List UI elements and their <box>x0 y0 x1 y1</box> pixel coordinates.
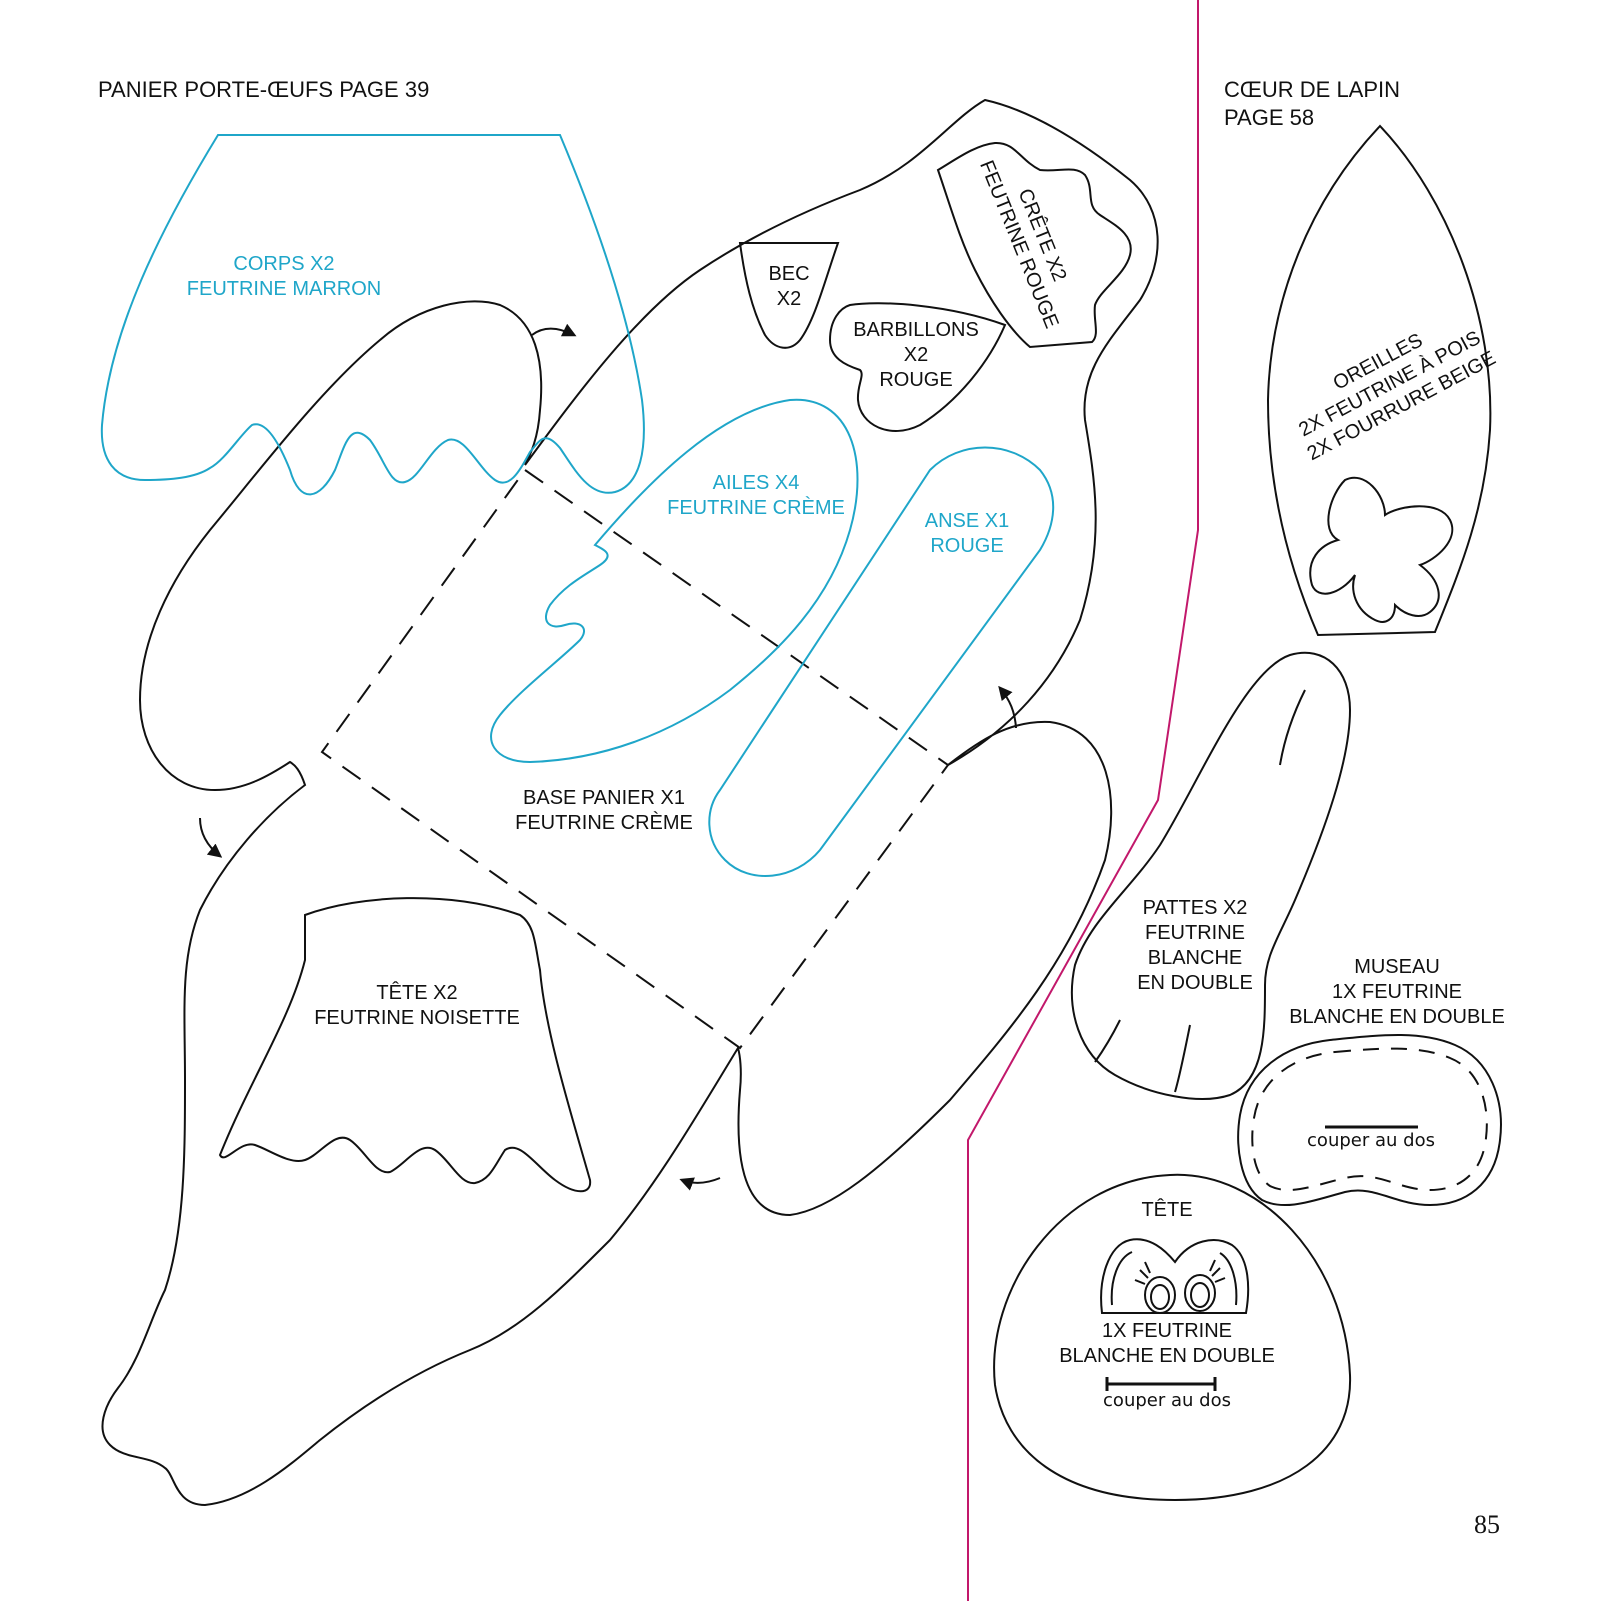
museau-note: couper au dos <box>1307 1130 1435 1151</box>
base-label-line: BASE PANIER X1 <box>523 787 685 809</box>
barbillons-label: BARBILLONS X2 ROUGE <box>853 318 979 393</box>
pattes-toe-line-1 <box>1279 689 1306 766</box>
tete-rabbit-note: couper au dos <box>1103 1390 1231 1411</box>
crete-piece-outline <box>936 141 1132 349</box>
base-label-line: FEUTRINE CRÈME <box>515 812 693 834</box>
pattes-toe-line-3 <box>1174 1024 1191 1093</box>
tete-rabbit-piece-outline <box>993 1173 1352 1502</box>
oreilles-flower-outline <box>1309 476 1454 623</box>
corps-label: CORPS X2 FEUTRINE MARRON <box>187 252 381 302</box>
fold-arrow-3 <box>679 1177 721 1191</box>
tete-rabbit-label-line: 1X FEUTRINE <box>1101 1320 1233 1342</box>
bec-label-line: BEC <box>768 263 810 285</box>
bec-piece-outline <box>738 242 840 349</box>
left-section-title: PANIER PORTE-ŒUFS PAGE 39 <box>98 77 430 102</box>
barbillons-label-line: ROUGE <box>879 369 953 391</box>
museau-dashed-line <box>1251 1047 1488 1192</box>
pattes-toe-line-2 <box>1094 1019 1121 1063</box>
barbillons-label-line: BARBILLONS <box>853 319 979 341</box>
anse-label: ANSE X1 ROUGE <box>925 509 1009 559</box>
section-divider-line <box>967 0 1199 1601</box>
anse-piece-outline <box>708 446 1055 877</box>
oreilles-piece-outline <box>1266 124 1492 637</box>
corps-piece-outline <box>100 134 645 496</box>
museau-piece-outline <box>1237 1034 1502 1207</box>
right-section-title-line: PAGE 58 <box>1224 105 1315 130</box>
barbillons-piece-outline <box>828 302 1007 432</box>
fold-arrow-4 <box>199 817 223 858</box>
ailes-label-line: FEUTRINE CRÈME <box>667 497 845 519</box>
tete-hen-label: TÊTE X2 FEUTRINE NOISETTE <box>314 981 520 1031</box>
fold-arrow-1 <box>531 323 577 337</box>
right-section-title: CŒUR DE LAPIN PAGE 58 <box>1224 76 1400 132</box>
anse-label-line: ROUGE <box>930 535 1004 557</box>
pattes-piece-outline <box>1071 651 1352 1100</box>
pattes-label-line: FEUTRINE <box>1145 922 1245 944</box>
museau-label-line: BLANCHE EN DOUBLE <box>1289 1006 1505 1028</box>
page-number: 85 <box>1474 1510 1500 1539</box>
tete-hen-piece-outline <box>218 897 592 1193</box>
tete-hen-label-line: TÊTE X2 <box>376 982 458 1004</box>
bec-label: BEC X2 <box>768 262 809 312</box>
hen-body-outline <box>101 98 1159 1507</box>
museau-label-line: 1X FEUTRINE <box>1331 981 1463 1003</box>
fold-arrow-2 <box>998 685 1017 729</box>
corps-label-line: FEUTRINE MARRON <box>186 278 382 300</box>
tete-rabbit-label: 1X FEUTRINE BLANCHE EN DOUBLE <box>1059 1319 1275 1369</box>
museau-label-line: MUSEAU <box>1354 956 1440 978</box>
ailes-piece-outline <box>490 398 859 764</box>
pattes-label-line: PATTES X2 <box>1142 897 1248 919</box>
barbillons-label-line: X2 <box>903 344 929 366</box>
ailes-label-line: AILES X4 <box>712 472 800 494</box>
tete-hen-label-line: FEUTRINE NOISETTE <box>314 1007 520 1029</box>
base-panier-dashed <box>320 468 950 1050</box>
anse-label-line: ANSE X1 <box>924 510 1010 532</box>
museau-label: MUSEAU 1X FEUTRINE BLANCHE EN DOUBLE <box>1289 955 1505 1030</box>
ailes-label: AILES X4 FEUTRINE CRÈME <box>667 471 845 521</box>
tete-rabbit-title: TÊTE <box>1141 1199 1193 1221</box>
pattes-label-line: EN DOUBLE <box>1137 972 1253 994</box>
right-section-title-line: CŒUR DE LAPIN <box>1224 77 1401 102</box>
tete-rabbit-label-line: BLANCHE EN DOUBLE <box>1059 1345 1275 1367</box>
rabbit-face-illustration <box>1100 1238 1250 1314</box>
pattes-label-line: BLANCHE <box>1147 947 1243 969</box>
base-label: BASE PANIER X1 FEUTRINE CRÈME <box>515 786 693 836</box>
bec-label-line: X2 <box>776 288 802 310</box>
corps-label-line: CORPS X2 <box>233 253 335 275</box>
pattes-label: PATTES X2 FEUTRINE BLANCHE EN DOUBLE <box>1137 896 1253 996</box>
